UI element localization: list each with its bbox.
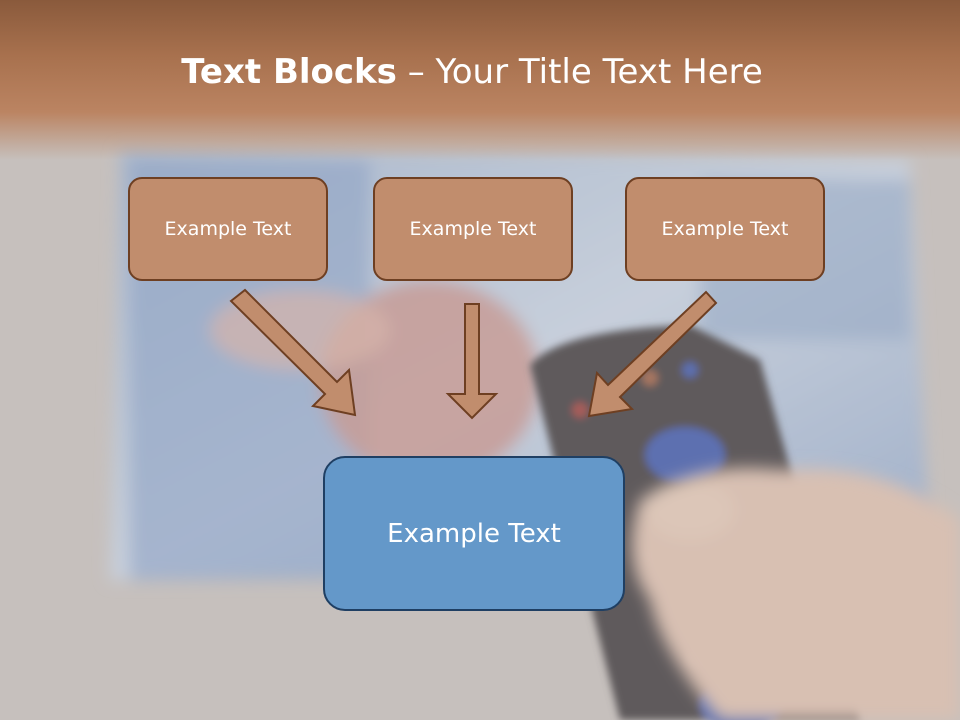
title-rest-part: – Your Title Text Here (396, 52, 763, 92)
top-text-box-3[interactable]: Example Text (625, 177, 825, 281)
bottom-text-box-label: Example Text (387, 518, 561, 549)
top-text-box-2[interactable]: Example Text (373, 177, 573, 281)
arrow-left (229, 288, 357, 417)
top-text-box-3-label: Example Text (661, 218, 789, 240)
arrow-middle (445, 303, 499, 420)
title-bold-part: Text Blocks (181, 52, 397, 92)
title-band (0, 0, 960, 160)
bottom-text-box[interactable]: Example Text (323, 456, 625, 611)
top-text-box-1-label: Example Text (164, 218, 292, 240)
top-text-box-2-label: Example Text (409, 218, 537, 240)
top-text-box-1[interactable]: Example Text (128, 177, 328, 281)
arrow-right (587, 290, 718, 418)
hand-shape (632, 468, 960, 720)
slide-title: Text Blocks – Your Title Text Here (0, 52, 944, 92)
